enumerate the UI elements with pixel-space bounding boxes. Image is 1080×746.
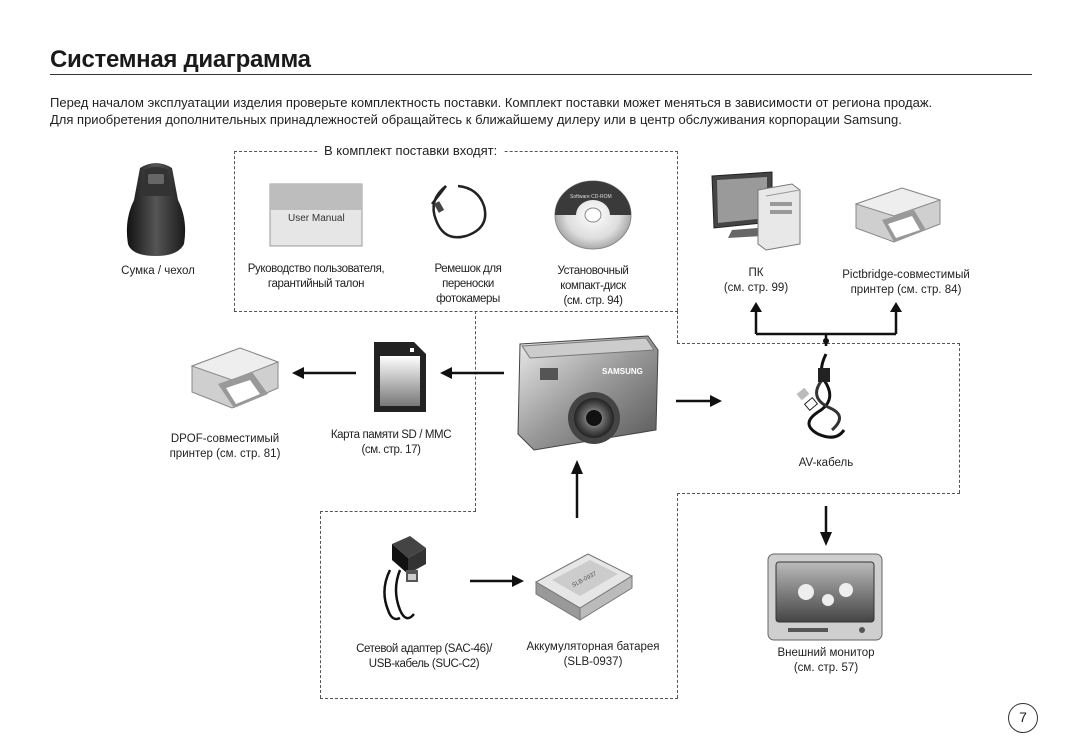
- pc-region-left2: [677, 493, 678, 698]
- adapter-image: [383, 536, 426, 621]
- monitor-caption-line-2: (см. стр. 57): [793, 662, 859, 674]
- intro-text: Перед началом эксплуатации изделия прове…: [50, 94, 1040, 128]
- cdrom-disc-text: Software CD-ROM: [570, 194, 612, 200]
- package-frame-right: [677, 151, 678, 311]
- battery-image: SLB-0937: [534, 553, 634, 621]
- av-cable-caption: AV-кабель: [776, 456, 876, 471]
- adapter-caption: Сетевой адаптер (SAC-46)/ USB-кабель (SU…: [338, 642, 510, 672]
- pc-caption: ПК (см. стр. 99): [706, 266, 806, 296]
- battery-caption-line-1: Аккумуляторная батарея: [526, 641, 660, 653]
- pictbridge-caption-line-2: принтер (см. стр. 84): [850, 284, 962, 296]
- power-region-left: [320, 511, 321, 698]
- card-region-bottom: [320, 511, 476, 512]
- cdrom-caption-line-3: (см. стр. 94): [563, 295, 623, 307]
- pictbridge-caption-line-1: Pictbridge-совместимый: [842, 269, 970, 281]
- pc-caption-line-2: (см. стр. 99): [723, 282, 789, 294]
- arrow-battery-to-camera: [571, 460, 583, 518]
- case-image: [126, 163, 186, 256]
- cdrom-caption-line-1: Установочный: [557, 265, 629, 277]
- pc-region-bottom2: [677, 493, 960, 494]
- battery-caption-line-2: (SLB-0937): [563, 656, 623, 668]
- page-title: Системная диаграмма: [50, 46, 311, 73]
- package-frame-bottom: [234, 311, 678, 312]
- manual-caption-line-1: Руководство пользователя,: [247, 263, 385, 275]
- av-cable-connector-top: [823, 338, 829, 344]
- monitor-caption-line-1: Внешний монитор: [777, 647, 875, 659]
- av-cable-caption-line-1: AV-кабель: [798, 457, 854, 469]
- page-number: 7: [1008, 703, 1038, 733]
- title-rule: [50, 74, 1032, 75]
- case-caption-line-1: Сумка / чехол: [121, 265, 195, 277]
- package-frame-left: [234, 151, 235, 311]
- adapter-caption-line-1: Сетевой адаптер (SAC-46)/: [356, 643, 492, 655]
- pc-region-left: [677, 311, 678, 343]
- cdrom-caption: Установочный компакт-диск (см. стр. 94): [543, 264, 643, 309]
- arrow-adapter-to-battery: [470, 575, 524, 587]
- arrow-av-to-monitor: [820, 506, 832, 546]
- dpof-caption-line-2: принтер (см. стр. 81): [169, 448, 281, 460]
- pictbridge-printer-image: [854, 187, 942, 243]
- pc-region-bottom: [677, 343, 960, 344]
- arrow-camera-to-av: [676, 395, 722, 407]
- monitor-image: [767, 553, 883, 641]
- arrow-camera-to-card: [440, 367, 504, 379]
- camera-brand: SAMSUNG: [602, 367, 643, 376]
- arrow-card-to-printer: [292, 367, 356, 379]
- pc-caption-line-1: ПК: [748, 267, 764, 279]
- memory-card-image: [374, 342, 426, 412]
- strap-image: [431, 184, 487, 239]
- dpof-printer-image: [190, 347, 280, 409]
- memory-card-caption-line-1: Карта памяти SD / MMC: [330, 429, 452, 441]
- memory-card-caption: Карта памяти SD / MMC (см. стр. 17): [326, 428, 456, 458]
- av-cable-image: [796, 353, 846, 439]
- strap-caption: Ремешок для переноски фотокамеры: [418, 262, 518, 307]
- card-region-right: [475, 311, 476, 511]
- intro-line-2: Для приобретения дополнительных принадле…: [50, 112, 902, 127]
- cdrom-caption-line-2: компакт-диск: [560, 280, 626, 292]
- strap-caption-line-2: переноски: [442, 278, 494, 290]
- pc-image: [711, 171, 801, 251]
- manual-cover-text: User Manual: [288, 213, 345, 224]
- monitor-caption: Внешний монитор (см. стр. 57): [766, 646, 886, 676]
- intro-line-1: Перед началом эксплуатации изделия прове…: [50, 95, 933, 110]
- adapter-caption-line-2: USB-кабель (SUC-C2): [368, 658, 480, 670]
- battery-caption: Аккумуляторная батарея (SLB-0937): [518, 640, 668, 670]
- dpof-printer-caption: DPOF-совместимый принтер (см. стр. 81): [160, 432, 290, 462]
- manual-caption: Руководство пользователя, гарантийный та…: [236, 262, 396, 292]
- package-label: В комплект поставки входят:: [318, 143, 504, 158]
- strap-caption-line-1: Ремешок для: [434, 263, 502, 275]
- strap-caption-line-3: фотокамеры: [436, 293, 500, 305]
- camera-image: SAMSUNG: [517, 335, 659, 451]
- manual-image: User Manual: [269, 183, 363, 247]
- dpof-caption-line-1: DPOF-совместимый: [170, 433, 280, 445]
- case-caption: Сумка / чехол: [108, 264, 208, 279]
- power-region-bottom: [320, 698, 678, 699]
- memory-card-caption-line-2: (см. стр. 17): [361, 444, 421, 456]
- manual-caption-line-2: гарантийный талон: [267, 278, 365, 290]
- pc-region-right: [959, 343, 960, 493]
- pictbridge-printer-caption: Pictbridge-совместимый принтер (см. стр.…: [838, 268, 974, 298]
- cdrom-image: Software CD-ROM: [554, 180, 632, 250]
